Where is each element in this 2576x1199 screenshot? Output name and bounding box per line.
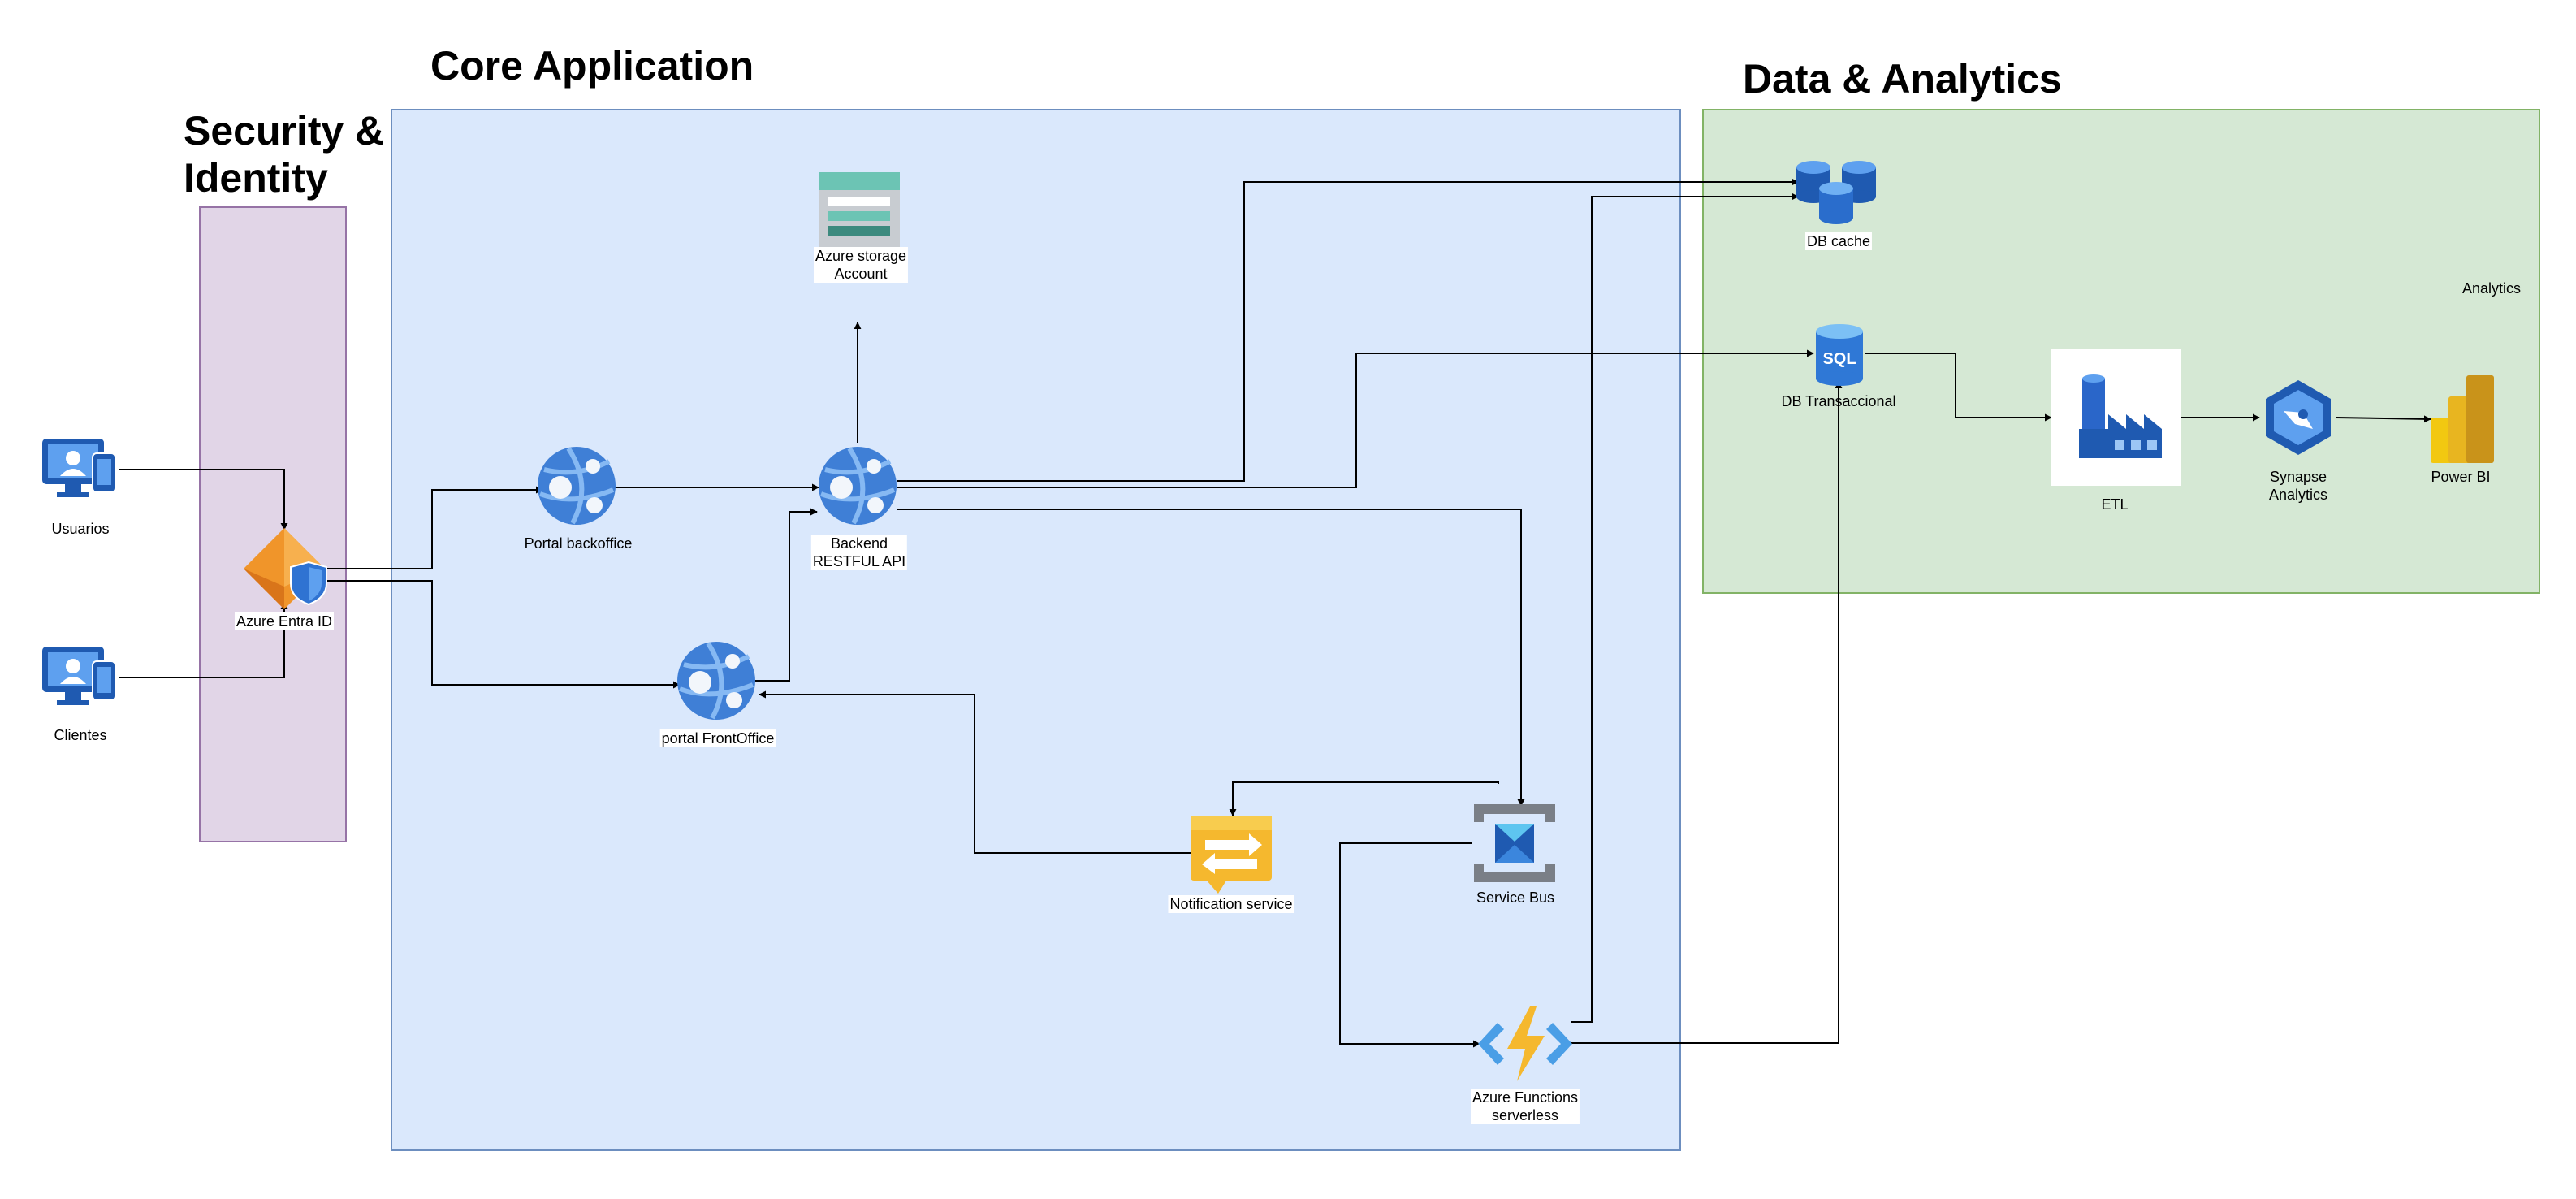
svg-text:SQL: SQL	[1822, 350, 1856, 368]
edge-functions-dbcache	[1571, 193, 1799, 1023]
app-service-globe-icon	[538, 447, 616, 525]
dbcache-label: DB cache	[1804, 232, 1873, 250]
edge-backend-dbtrans	[897, 349, 1814, 488]
backoffice-label: Portal backoffice	[524, 535, 633, 552]
core-application-heading: Core Application	[430, 43, 754, 89]
edge-servicebus-functions	[1339, 842, 1480, 1048]
edge-synapse-powerbi	[2335, 415, 2431, 423]
storage-label: Azure storage Account	[813, 247, 909, 283]
service-bus-icon	[1474, 804, 1555, 882]
edge-servicebus-notification	[1229, 781, 1499, 816]
usuarios-label: Usuarios	[51, 521, 110, 537]
edge-notification-frontoffice	[759, 690, 1191, 854]
analytics-label: Analytics	[2461, 280, 2522, 297]
dbtrans-label: DB Transaccional	[1781, 393, 1896, 409]
security-identity-region	[199, 206, 347, 842]
users-monitor-icon	[42, 439, 116, 497]
storage-account-icon	[819, 172, 900, 247]
powerbi-label: Power BI	[2431, 469, 2491, 485]
etl-label: ETL	[2101, 496, 2129, 513]
power-bi-icon	[2431, 375, 2494, 463]
servicebus-label: Service Bus	[1476, 890, 1555, 906]
edge-dbtrans-etl	[1865, 353, 2052, 422]
entra-label: Azure Entra ID	[234, 612, 335, 630]
core-application-region	[391, 109, 1681, 1151]
users-monitor-icon	[42, 647, 116, 705]
frontoffice-label: portal FrontOffice	[659, 729, 776, 747]
clientes-label: Clientes	[54, 727, 107, 743]
edge-backend-dbcache	[897, 178, 1799, 482]
app-service-globe-icon	[677, 642, 755, 720]
notification-label: Notification service	[1168, 895, 1294, 913]
edge-usuarios-entra	[119, 469, 288, 530]
backend-label: Backend RESTFUL API	[810, 535, 908, 570]
edge-functions-dbtrans	[1571, 381, 1843, 1044]
edge-entra-backoffice	[325, 486, 543, 569]
entra-id-icon	[244, 528, 327, 609]
data-analytics-heading: Data & Analytics	[1743, 56, 2062, 102]
functions-label: Azure Functions serverless	[1470, 1089, 1580, 1124]
synapse-analytics-icon	[2266, 380, 2331, 455]
azure-functions-icon	[1478, 1006, 1572, 1081]
data-factory-icon	[2051, 349, 2181, 486]
edge-entra-frontoffice	[325, 580, 681, 689]
synapse-label: Synapse Analytics	[2268, 469, 2328, 503]
notification-hub-icon	[1191, 816, 1272, 894]
security-identity-heading: Security & Identity	[184, 108, 385, 201]
edge-backend-servicebus	[897, 509, 1525, 807]
sql-database-icon: SQL	[1816, 324, 1863, 386]
app-service-globe-icon	[819, 447, 897, 525]
database-cache-icon	[1796, 161, 1876, 224]
edge-frontoffice-backend	[751, 508, 818, 682]
